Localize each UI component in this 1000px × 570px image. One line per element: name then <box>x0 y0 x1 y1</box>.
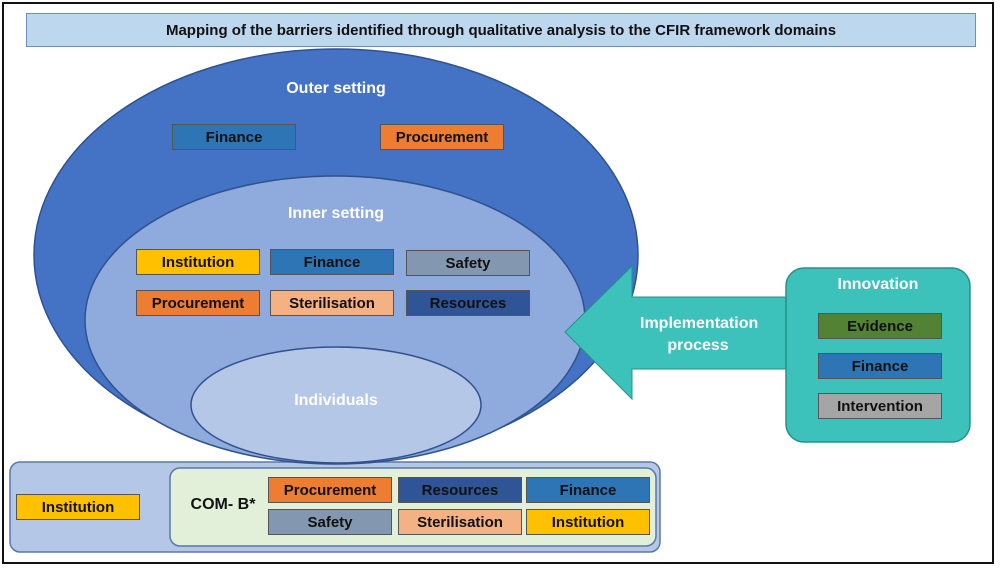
inner-tag-institution: Institution <box>136 249 260 275</box>
inner-tag-finance: Finance <box>270 249 394 275</box>
implementation-process-label: Implementation process <box>640 315 759 354</box>
innovation-label: Innovation <box>837 276 919 293</box>
com-b-tag-finance: Finance <box>526 477 650 503</box>
individuals-label: Individuals <box>294 392 378 409</box>
inner-tag-resources: Resources <box>406 290 530 316</box>
com-b-tag-resources: Resources <box>398 477 522 503</box>
innovation-tag-finance: Finance <box>818 353 942 379</box>
inner-tag-procurement: Procurement <box>136 290 260 316</box>
inner-tag-safety: Safety <box>406 250 530 276</box>
com-b-tag-safety: Safety <box>268 509 392 535</box>
inner-setting-label: Inner setting <box>287 205 384 222</box>
com-b-tag-procurement: Procurement <box>268 477 392 503</box>
innovation-tag-evidence: Evidence <box>818 313 942 339</box>
innovation-tag-intervention: Intervention <box>818 393 942 419</box>
outer-setting-label: Outer setting <box>286 80 386 97</box>
com-b-tag-sterilisation: Sterilisation <box>398 509 522 535</box>
com-b-label: COM- B* <box>190 496 256 513</box>
outer-tag-finance: Finance <box>172 124 296 150</box>
diagram-title: Mapping of the barriers identified throu… <box>26 13 976 47</box>
com-b-tag-institution: Institution <box>526 509 650 535</box>
individuals-ellipse <box>190 346 482 464</box>
outer-tag-procurement: Procurement <box>380 124 504 150</box>
inner-tag-sterilisation: Sterilisation <box>270 290 394 316</box>
individuals-tag-institution: Institution <box>16 494 140 520</box>
